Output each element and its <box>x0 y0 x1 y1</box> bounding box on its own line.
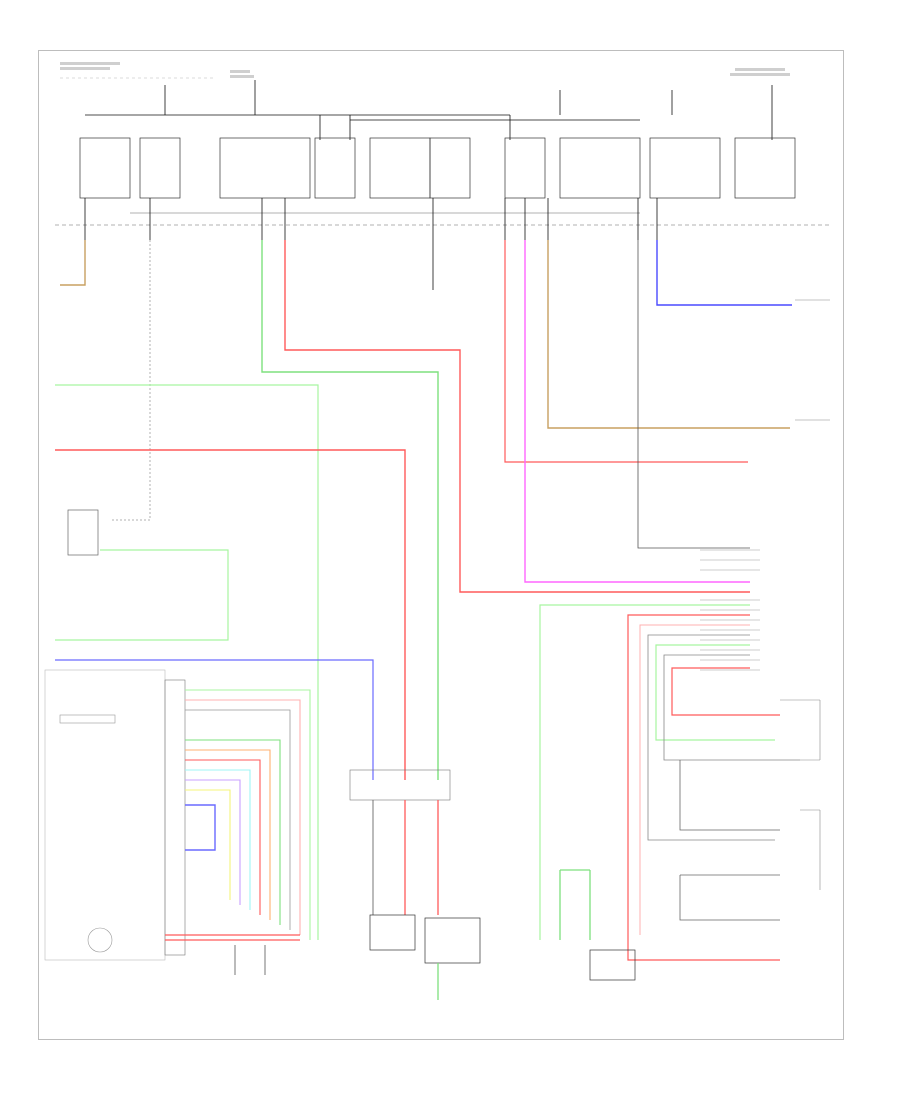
wire-blue <box>55 240 792 780</box>
connector-stubs <box>84 198 658 290</box>
diagram-frame <box>38 50 844 1040</box>
header-labels <box>60 62 790 79</box>
wire-tan-right <box>547 240 790 429</box>
center-unit <box>349 769 481 1000</box>
right-connector-block <box>700 549 760 671</box>
relay-row <box>55 137 830 226</box>
wire-gray <box>110 240 151 521</box>
wire-tan-left <box>60 240 86 286</box>
wire-green-main <box>55 240 439 940</box>
climate-control-unit <box>44 669 311 975</box>
right-components <box>780 299 830 890</box>
wire-black-right <box>637 240 750 549</box>
wire-right-lower <box>539 604 800 961</box>
fuse-drops <box>85 80 773 140</box>
wire-red-main <box>55 240 750 780</box>
wire-pink <box>524 240 750 583</box>
left-small-component <box>67 509 99 556</box>
motor-unit <box>559 869 636 981</box>
